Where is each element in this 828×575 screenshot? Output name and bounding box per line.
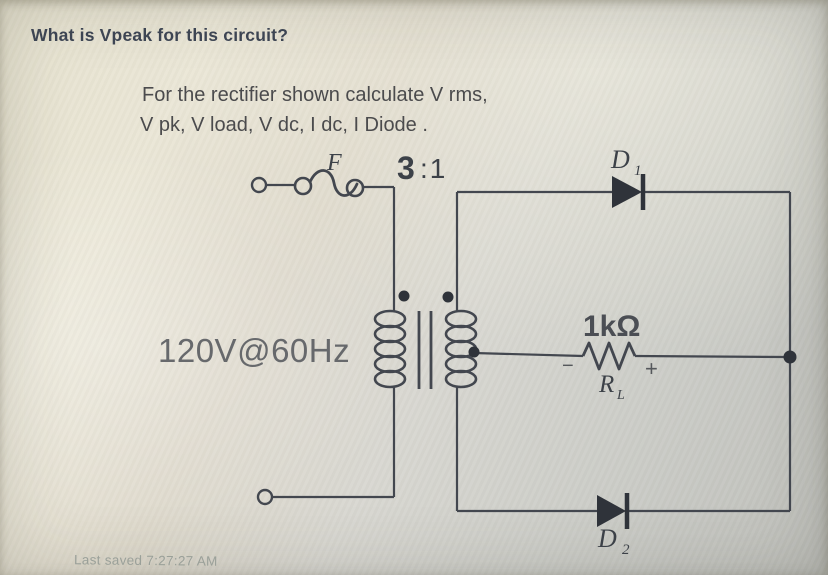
diode-d1-triangle bbox=[612, 176, 642, 208]
resistor-zigzag bbox=[581, 341, 637, 371]
source-voltage-label: 120V@60Hz bbox=[158, 332, 350, 369]
center-tap-dot bbox=[468, 346, 480, 358]
diode-d2-triangle bbox=[597, 495, 626, 527]
diode-d1: D 1 bbox=[610, 145, 646, 210]
output-junction-dot bbox=[783, 350, 797, 364]
diode-d2-label: D bbox=[597, 524, 617, 553]
resistor-name-subscript: L bbox=[616, 388, 625, 403]
problem-line-1: For the rectifier shown calculate V rms, bbox=[142, 84, 488, 106]
question-title: What is Vpeak for this circuit? bbox=[31, 25, 289, 45]
diode-d2: D 2 bbox=[597, 493, 630, 558]
problem-statement: For the rectifier shown calculate V rms,… bbox=[140, 80, 488, 140]
load-resistor: 1kΩ R L − + bbox=[562, 310, 658, 403]
polarity-plus-sign: + bbox=[645, 356, 658, 381]
primary-phase-dot bbox=[398, 290, 410, 302]
turns-ratio-secondary: :1 bbox=[420, 153, 447, 184]
resistor-name-label: R bbox=[598, 371, 614, 398]
turns-ratio-primary: 3 bbox=[397, 150, 415, 186]
problem-line-2: V pk, V load, V dc, I dc, I Diode . bbox=[140, 114, 428, 136]
fuse-terminal-left bbox=[293, 176, 313, 196]
resistor-value-label: 1kΩ bbox=[583, 310, 640, 343]
ac-input-terminals: 120V@60Hz bbox=[158, 176, 350, 506]
input-terminal-bottom bbox=[256, 488, 274, 506]
primary-winding bbox=[373, 309, 407, 389]
diode-d1-subscript: 1 bbox=[634, 163, 642, 179]
transformer-core bbox=[417, 311, 433, 389]
input-terminal-top bbox=[250, 176, 268, 194]
last-saved-status: Last saved 7:27:27 AM bbox=[73, 552, 218, 569]
fuse: F bbox=[293, 150, 365, 198]
secondary-phase-dot bbox=[442, 291, 454, 303]
diode-d1-label: D bbox=[610, 145, 630, 174]
polarity-minus-sign: − bbox=[562, 355, 574, 377]
fuse-terminal-right bbox=[345, 178, 365, 198]
transformer: 3 :1 bbox=[373, 150, 480, 389]
diode-d2-subscript: 2 bbox=[622, 542, 630, 558]
fuse-label: F bbox=[326, 150, 342, 176]
fuse-element bbox=[308, 169, 359, 197]
